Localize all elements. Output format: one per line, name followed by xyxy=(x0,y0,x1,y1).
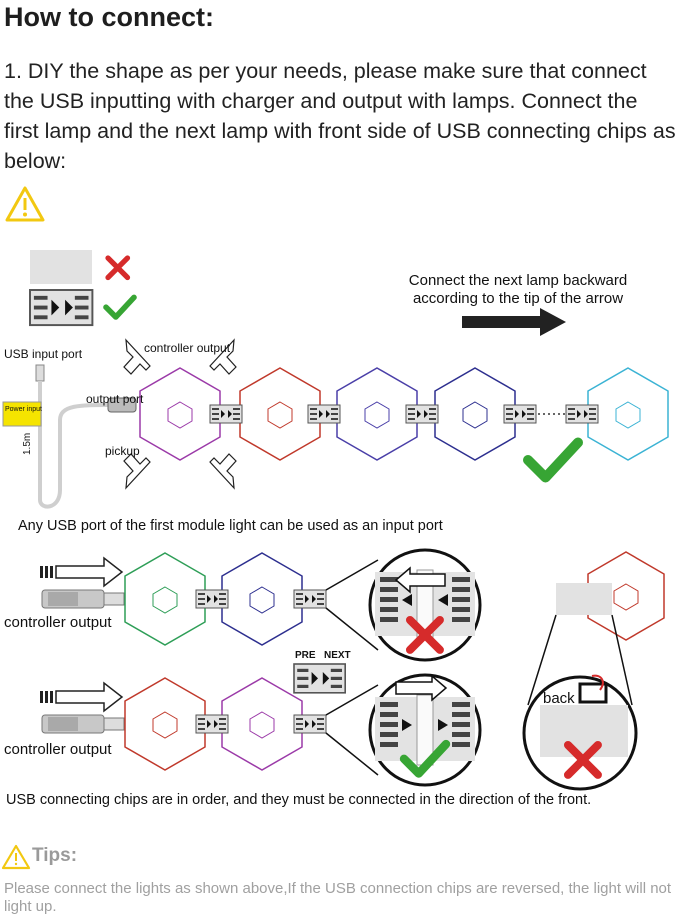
power-input-label: Power input xyxy=(5,406,42,413)
next-label: NEXT xyxy=(324,650,351,661)
chip-row3-a xyxy=(195,714,229,734)
hexagon-red-row3 xyxy=(124,677,206,771)
diagram1-check-icon xyxy=(528,443,578,478)
tips-text: Please connect the lights as shown above… xyxy=(4,880,672,915)
controller-output-label-1: controller output xyxy=(4,614,112,631)
usb-stick-2 xyxy=(41,714,125,734)
cable-length-label: 1.5m xyxy=(22,432,33,455)
legend-blank-chip xyxy=(30,250,92,284)
hexagon-purple-row3 xyxy=(221,677,303,771)
legend-chip xyxy=(29,289,94,327)
chip-row3-b xyxy=(293,714,327,734)
warning-icon xyxy=(5,186,45,222)
push-arrow-2 xyxy=(40,681,124,713)
hexagon-lamp-5 xyxy=(587,367,669,461)
legend-check-icon xyxy=(106,297,134,317)
chip-5 xyxy=(565,404,599,424)
chip-row2-a xyxy=(195,589,229,609)
push-arrow-1 xyxy=(40,556,124,588)
hexagon-blue xyxy=(221,552,303,646)
chip-2 xyxy=(307,404,341,424)
intro-text: 1. DIY the shape as per your needs, plea… xyxy=(4,59,676,173)
usb-stick-1 xyxy=(41,589,125,609)
hexagon-lamp-1 xyxy=(139,367,221,461)
tips-title: Tips: xyxy=(32,845,78,866)
pre-next-chip xyxy=(293,663,347,694)
magnified-wrong-circle xyxy=(368,548,482,662)
legend-cross-icon xyxy=(108,258,128,278)
controller-output-label-2: controller output xyxy=(4,741,112,758)
output-port-label: output port xyxy=(86,392,144,406)
pickup-label: pickup xyxy=(105,444,140,458)
controller-output-label: controller output xyxy=(144,341,231,355)
back-label: back xyxy=(543,690,575,707)
hexagon-lamp-2 xyxy=(239,367,321,461)
hexagon-lamp-4 xyxy=(434,367,516,461)
arrow-note: Connect the next lamp backward according… xyxy=(408,272,628,307)
order-note: USB connecting chips are in order, and t… xyxy=(6,792,592,808)
chip-3 xyxy=(405,404,439,424)
pre-label: PRE xyxy=(295,650,316,661)
pointer-arrows xyxy=(123,338,237,490)
hexagon-red-back xyxy=(556,551,665,641)
any-port-note: Any USB port of the first module light c… xyxy=(18,518,443,534)
magnified-right-circle xyxy=(368,673,482,787)
direction-arrow-icon xyxy=(462,308,566,336)
magnified-back-circle xyxy=(522,674,638,791)
hexagon-lamp-3 xyxy=(336,367,418,461)
usb-cable xyxy=(2,364,137,509)
page-title: How to connect: xyxy=(4,2,214,32)
tips-warning-icon xyxy=(1,844,31,870)
chip-4 xyxy=(503,404,537,424)
hexagon-green xyxy=(124,552,206,646)
chip-1 xyxy=(209,404,243,424)
chip-row2-b xyxy=(293,589,327,609)
usb-input-port-label: USB input port xyxy=(4,347,83,361)
